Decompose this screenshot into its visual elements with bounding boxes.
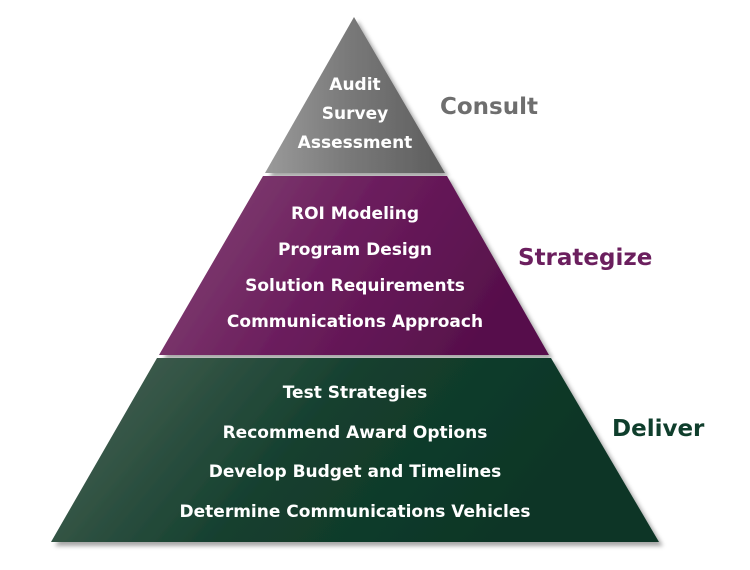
consult-tier — [265, 17, 445, 173]
strategize-label: Strategize — [518, 245, 653, 271]
strategize-item: Program Design — [277, 240, 433, 260]
consult-item: Assessment — [297, 133, 413, 153]
consult-item: Survey — [321, 104, 389, 124]
deliver-label: Deliver — [612, 416, 705, 442]
strategize-tier — [159, 176, 549, 355]
deliver-item: Recommend Award Options — [222, 423, 488, 443]
consult-label: Consult — [440, 94, 538, 120]
strategize-item: ROI Modeling — [290, 204, 419, 224]
deliver-item: Determine Communications Vehicles — [179, 502, 531, 522]
deliver-tier — [51, 358, 659, 542]
strategize-item: Communications Approach — [226, 312, 484, 332]
consult-item: Audit — [329, 75, 381, 95]
deliver-item: Develop Budget and Timelines — [208, 462, 502, 482]
strategize-item: Solution Requirements — [245, 276, 465, 296]
deliver-item: Test Strategies — [282, 383, 428, 403]
